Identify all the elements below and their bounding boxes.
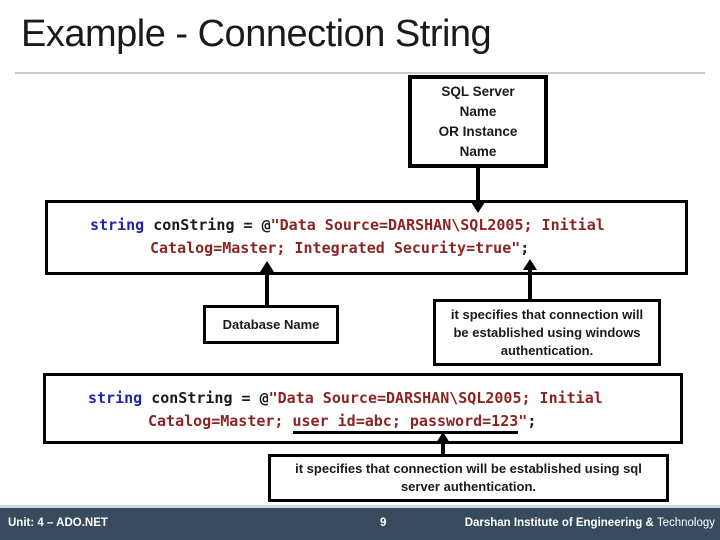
arrow-down-icon	[471, 202, 485, 213]
connector-line-winauth	[528, 269, 532, 300]
footer-bar: Unit: 4 – ADO.NET 9 Darshan Institute of…	[0, 508, 720, 540]
code-line: string conString = @"Data Source=DARSHAN…	[48, 214, 685, 237]
code-string: "Data Source=DARSHAN\SQL2005; Initial	[270, 216, 605, 234]
code-string: Catalog=Master;	[148, 412, 293, 430]
footer-page-number: 9	[380, 517, 387, 529]
footer-accent-line	[0, 505, 720, 508]
arrow-up-icon	[436, 432, 450, 443]
sql-auth-box: it specifies that connection will be est…	[268, 454, 669, 502]
code-keyword: string	[88, 389, 143, 407]
code-box-windows-auth: string conString = @"Data Source=DARSHAN…	[45, 200, 688, 275]
code-plain: ;	[520, 239, 530, 257]
arrow-up-icon	[260, 261, 274, 272]
arrow-up-icon	[523, 259, 537, 270]
sql-auth-label: it specifies that connection will be est…	[295, 461, 642, 494]
code-plain: conString = @	[144, 216, 271, 234]
code-string: Catalog=Master; Integrated Security=true…	[150, 239, 521, 257]
footer-institute-bold: Darshan Institute of Engineering &	[464, 517, 654, 529]
slide-title: Example - Connection String	[21, 13, 492, 55]
code-line: Catalog=Master; user id=abc; password=12…	[46, 410, 680, 434]
code-plain: conString = @	[142, 389, 269, 407]
title-divider	[15, 72, 705, 74]
code-keyword: string	[90, 216, 145, 234]
connector-line-dbname	[265, 271, 269, 306]
footer-institute-regular: Technology	[653, 517, 715, 529]
footer-institute-label: Darshan Institute of Engineering & Techn…	[465, 517, 715, 529]
code-line: Catalog=Master; Integrated Security=true…	[48, 237, 685, 260]
footer-unit-label: Unit: 4 – ADO.NET	[8, 517, 108, 529]
sql-server-name-line: SQL Server	[441, 83, 515, 99]
sql-server-name-line: Name	[459, 143, 497, 159]
connector-line-servername	[476, 166, 480, 204]
sql-server-name-line: OR Instance	[438, 123, 518, 139]
sql-server-name-box: SQL Server Name OR Instance Name	[408, 75, 548, 168]
code-string: "Data Source=DARSHAN\SQL2005; Initial	[268, 389, 603, 407]
sql-server-name-line: Name	[459, 103, 497, 119]
code-plain: ;	[527, 412, 537, 430]
database-name-label: Database Name	[222, 316, 320, 332]
windows-auth-label: it specifies that connection will be est…	[450, 306, 644, 358]
windows-auth-box: it specifies that connection will be est…	[433, 299, 661, 366]
database-name-box: Database Name	[203, 305, 339, 344]
code-string: "	[518, 412, 528, 430]
code-string-underlined: user id=abc; password=123	[292, 412, 519, 434]
code-line: string conString = @"Data Source=DARSHAN…	[46, 387, 680, 410]
connector-line-sqlauth	[441, 442, 445, 456]
code-box-sql-auth: string conString = @"Data Source=DARSHAN…	[43, 373, 683, 444]
